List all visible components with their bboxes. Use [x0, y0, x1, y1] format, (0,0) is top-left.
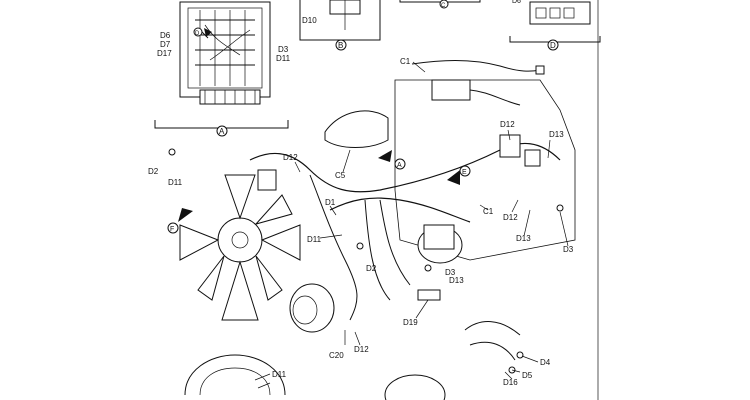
label-d11-bottom: D11 — [272, 370, 287, 379]
label-d1: D1 — [325, 198, 336, 207]
label-d6-inset: D6 — [512, 0, 521, 5]
label-c20: C20 — [329, 351, 344, 360]
label-d12-left: D12 — [283, 153, 298, 162]
arrow-e-icon — [447, 170, 460, 185]
label-d3-top: D3 — [278, 45, 289, 54]
label-d11-left: D11 — [168, 178, 183, 187]
inset-a-engine-view — [154, 1, 289, 137]
main-harness — [168, 60, 576, 400]
inset-d-marker: D — [550, 41, 556, 50]
label-d2-mid: D2 — [366, 264, 377, 273]
label-c1-top: C1 — [400, 57, 411, 66]
view-marker-d-arrow-ring — [193, 27, 203, 37]
label-d13-right: D13 — [516, 234, 531, 243]
inset-c-detail — [399, 0, 481, 9]
view-marker-d-arrow: D — [195, 31, 200, 37]
label-d11-mid: D11 — [307, 235, 322, 244]
label-d7: D7 — [160, 40, 171, 49]
view-marker-f-arrow: F — [170, 226, 174, 233]
label-d12-right-top: D12 — [500, 120, 515, 129]
inset-b-marker: B — [338, 41, 343, 50]
label-c5: C5 — [335, 171, 346, 180]
label-d16: D16 — [503, 378, 518, 387]
arrow-f-icon — [178, 208, 193, 222]
label-d12-bottom: D12 — [354, 345, 369, 354]
label-d6: D6 — [160, 31, 171, 40]
label-d12-right-mid: D12 — [503, 213, 518, 222]
inset-c-marker: C — [441, 3, 446, 9]
label-d5: D5 — [522, 371, 533, 380]
label-d3-right: D3 — [563, 245, 574, 254]
view-marker-e-ring — [459, 165, 471, 177]
label-d13-mid: D13 — [449, 276, 464, 285]
inset-b-detail — [299, 0, 381, 51]
label-c1-right: C1 — [483, 207, 494, 216]
view-marker-a-ring — [394, 158, 406, 170]
label-d2-left: D2 — [148, 167, 159, 176]
view-marker-f-ring — [167, 222, 179, 234]
label-d19: D19 — [403, 318, 418, 327]
view-marker-a-arrow: A — [397, 162, 402, 169]
view-marker-e-arrow: E — [462, 169, 467, 176]
label-d3-mid: D3 — [445, 268, 456, 277]
arrow-a-icon — [378, 150, 392, 162]
label-d17: D17 — [157, 49, 172, 58]
label-d13-top: D13 — [549, 130, 564, 139]
leader-lines — [254, 61, 569, 389]
inset-d-detail — [509, 1, 601, 51]
inset-a-marker: A — [219, 127, 225, 136]
label-d10: D10 — [302, 16, 317, 25]
label-d11-top: D11 — [276, 54, 291, 63]
label-d4: D4 — [540, 358, 551, 367]
